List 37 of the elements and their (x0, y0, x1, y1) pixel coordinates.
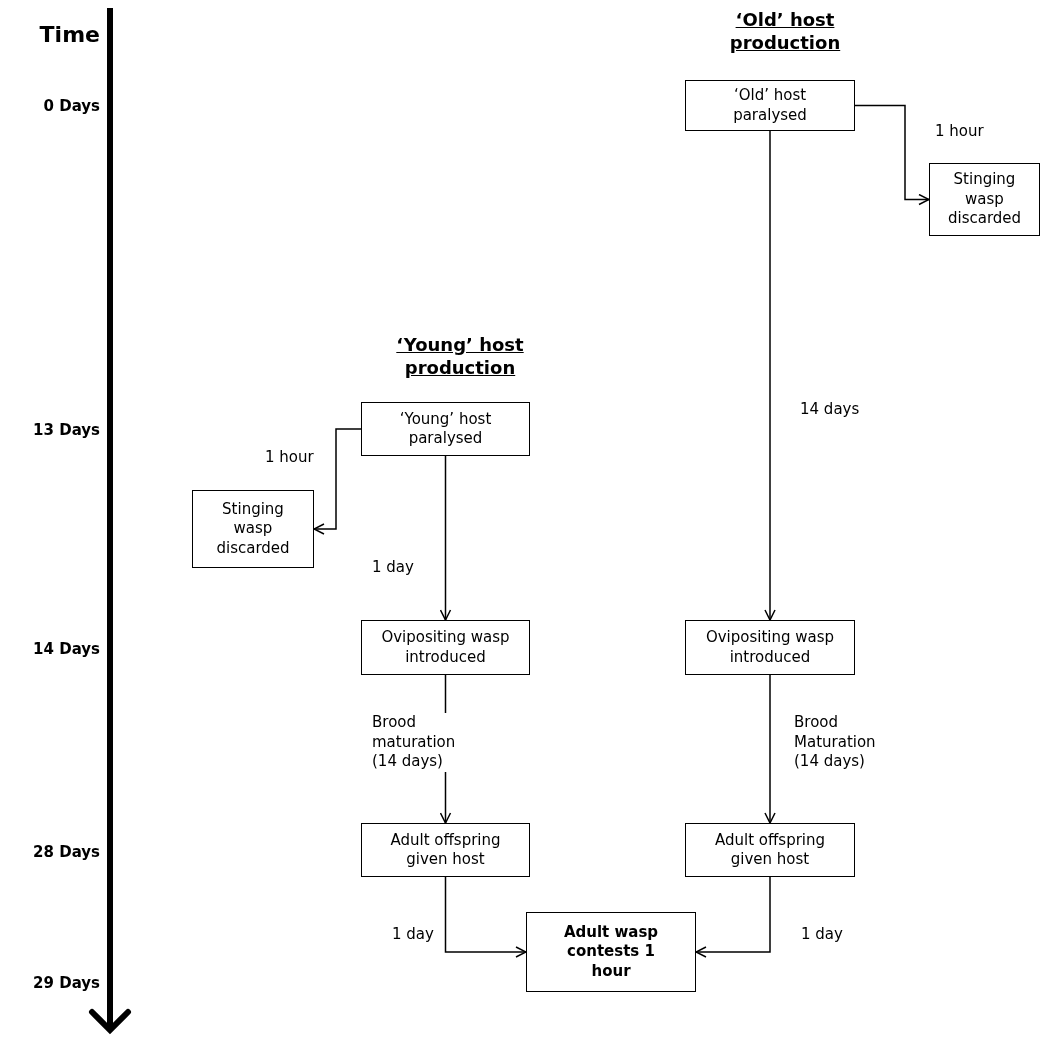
time-label: 13 Days (32, 421, 100, 439)
arrow (313, 428, 362, 535)
process-box (685, 80, 855, 131)
process-box (685, 620, 855, 675)
arrow (695, 876, 771, 958)
process-box (361, 402, 530, 456)
section-heading: ‘Young’ host production (395, 333, 525, 380)
edge-label: 1 day (372, 558, 414, 578)
box-text: Ovipositing wasp introduced (704, 628, 836, 667)
box-text: ‘Young’ host paralysed (398, 409, 493, 449)
edge-label: 14 days (800, 400, 860, 420)
process-box (361, 823, 530, 877)
time-label: 29 Days (32, 974, 100, 992)
arrow (439, 455, 452, 621)
box-text: ‘Old’ host paralysed (732, 86, 808, 125)
box-text: Adult offspring given host (713, 830, 827, 870)
process-box (685, 823, 855, 877)
box-text: Stinging wasp discarded (946, 170, 1023, 229)
time-label: 14 Days (32, 640, 100, 658)
box-text: Stinging wasp discarded (215, 499, 291, 559)
arrow (854, 104, 930, 206)
process-box (361, 620, 530, 675)
edge-label: 1 day (392, 925, 434, 945)
process-box (929, 163, 1040, 236)
edge-label: 1 day (801, 925, 843, 945)
box-text: Adult wasp contests 1 hour (562, 922, 660, 982)
arrow (764, 130, 776, 621)
time-label: 28 Days (32, 843, 100, 861)
axis-title: Time (38, 22, 100, 47)
box-text: Ovipositing wasp introduced (380, 628, 511, 667)
section-heading: ‘Old’ host production (728, 8, 842, 55)
box-text: Adult offspring given host (389, 830, 502, 870)
time-label: 0 Days (42, 97, 100, 115)
process-box (192, 490, 314, 568)
process-box (526, 912, 696, 992)
arrow (764, 674, 776, 824)
arrow (444, 876, 527, 958)
